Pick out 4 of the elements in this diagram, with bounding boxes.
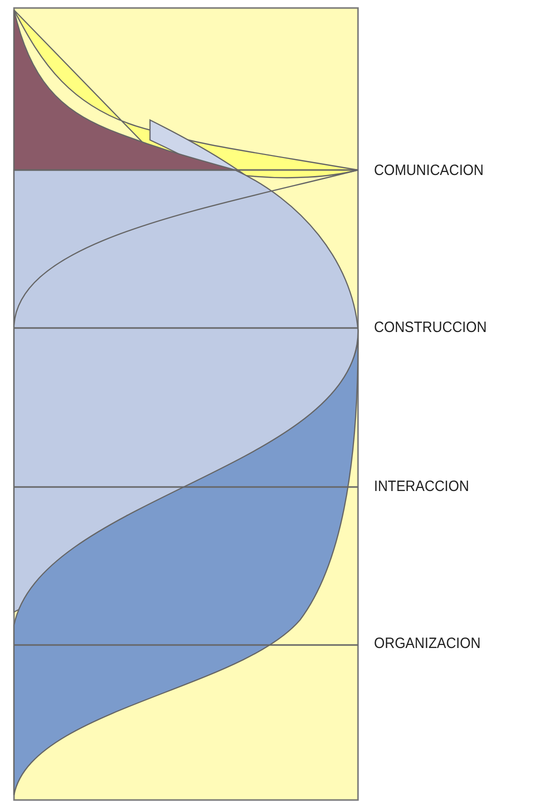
level-label: INTERACCION [374, 478, 470, 495]
level-label: CONSTRUCCION [374, 319, 487, 336]
level-label: COMUNICACION [374, 162, 484, 179]
level-label: ORGANIZACION [374, 635, 481, 652]
